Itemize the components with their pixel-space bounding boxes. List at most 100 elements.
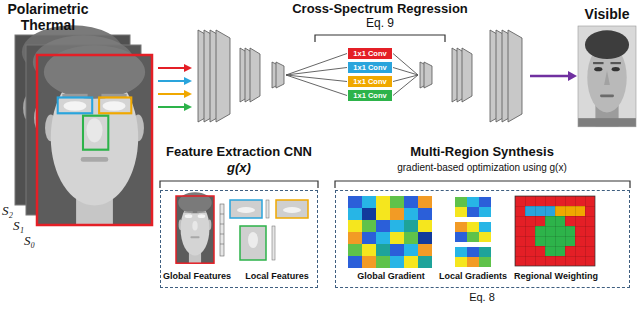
global-gradient-map	[418, 208, 432, 220]
global-gradient-map	[348, 256, 362, 268]
local-gradient-maps	[455, 207, 467, 217]
cnn-layers	[250, 48, 260, 102]
local-gradient-maps	[479, 247, 491, 257]
thermal-image-s0	[37, 45, 152, 225]
visible-image	[578, 26, 636, 127]
local-feature-images	[276, 200, 308, 218]
global-gradient-map	[348, 196, 432, 268]
decoder-layers	[424, 62, 432, 88]
input-arrows	[158, 106, 185, 108]
global-feature-image	[176, 192, 214, 263]
input-arrows	[184, 103, 192, 111]
global-gradient-map	[390, 244, 404, 256]
cnn-layers	[198, 30, 284, 122]
global-feature-image	[176, 196, 214, 263]
annotation-label: Cross-Spectrum Regression	[292, 2, 468, 17]
dashed-panel: Global Features Local Features	[160, 190, 318, 288]
local-feature-images	[230, 200, 262, 218]
global-gradient-map	[418, 196, 432, 208]
global-gradient-map	[348, 208, 362, 220]
output-arrow	[530, 71, 577, 81]
feature-vector	[220, 244, 224, 245]
panel-caption: Global Features	[163, 271, 231, 281]
regression-wires	[286, 75, 347, 96]
annotation-label: Visible	[585, 6, 630, 22]
global-gradient-map	[390, 220, 404, 232]
regression-wires	[393, 68, 418, 76]
bracket	[315, 35, 445, 42]
local-gradient-maps	[479, 232, 491, 242]
local-gradient-maps	[467, 247, 479, 257]
channel-label: S₂	[2, 204, 13, 219]
conv-box: 1x1 Conv	[347, 75, 393, 88]
global-gradient-map	[376, 196, 390, 208]
annotation-label: Eq. 8	[469, 291, 495, 304]
global-gradient-map	[362, 244, 376, 256]
input-arrows	[158, 67, 185, 69]
feature-vector	[220, 224, 224, 225]
global-gradient-map	[376, 256, 390, 268]
local-gradient-maps	[479, 257, 491, 267]
decoder-layers	[420, 30, 522, 122]
visible-image	[578, 26, 636, 127]
local-feature-images	[230, 200, 308, 260]
global-gradient-map	[418, 256, 432, 268]
local-gradient-maps	[455, 232, 467, 242]
global-gradient-map	[362, 232, 376, 244]
global-gradient-map	[390, 232, 404, 244]
local-gradient-maps	[467, 257, 479, 267]
local-feature-images	[283, 207, 301, 213]
local-gradient-maps	[479, 197, 491, 207]
local-gradient-maps	[467, 222, 479, 232]
bracket	[160, 181, 318, 188]
input-arrows	[184, 77, 192, 85]
global-gradient-map	[376, 220, 390, 232]
conv-label: 1x1 Conv	[353, 64, 386, 72]
thermal-image-s0	[58, 97, 92, 113]
local-gradient-maps	[455, 257, 467, 267]
panel-caption: Global Gradient	[357, 271, 425, 281]
global-gradient-map	[376, 232, 390, 244]
feature-vector	[220, 204, 224, 256]
global-gradient-map	[348, 244, 362, 256]
conv-label: 1x1 Conv	[353, 78, 386, 86]
global-gradient-map	[348, 232, 362, 244]
output-arrow	[568, 71, 577, 81]
decoder-layers	[462, 48, 472, 102]
output-arrow	[530, 75, 569, 78]
global-gradient-map	[404, 232, 418, 244]
panel-caption: Local Gradients	[439, 271, 507, 281]
global-gradient-map	[404, 256, 418, 268]
thermal-image-s0	[37, 55, 152, 225]
local-gradient-maps	[467, 197, 479, 207]
global-gradient-map	[390, 256, 404, 268]
global-gradient-map	[404, 244, 418, 256]
regional-weighting-map	[515, 196, 595, 266]
global-gradient-map	[362, 208, 376, 220]
visible-image	[578, 26, 636, 127]
local-gradient-maps	[479, 207, 491, 217]
panel-caption: Local Features	[245, 271, 309, 281]
global-gradient-map	[418, 244, 432, 256]
regional-weighting-map	[515, 196, 595, 266]
global-gradient-map	[418, 232, 432, 244]
channel-label: S₁	[13, 219, 24, 234]
conv-box: 1x1 Conv	[347, 47, 393, 60]
input-arrows	[184, 64, 192, 72]
annotation-label: Feature Extraction CNN	[166, 145, 312, 160]
local-feature-images	[237, 207, 255, 213]
channel-label: S₀	[24, 234, 35, 249]
global-gradient-map	[348, 196, 362, 208]
conv-label: 1x1 Conv	[353, 50, 386, 58]
visible-image	[578, 26, 636, 127]
feature-vector	[220, 234, 224, 235]
global-gradient-map	[404, 220, 418, 232]
annotation-label: Polarimetric Thermal	[0, 1, 96, 33]
global-gradient-map	[362, 220, 376, 232]
local-gradient-maps	[479, 222, 491, 232]
panel-caption: Regional Weighting	[514, 271, 598, 281]
regression-wires	[393, 54, 418, 76]
global-gradient-map	[362, 196, 376, 208]
thermal-image-s0	[83, 116, 108, 150]
annotation-label: gradient-based optimization using g(x)	[397, 162, 567, 174]
